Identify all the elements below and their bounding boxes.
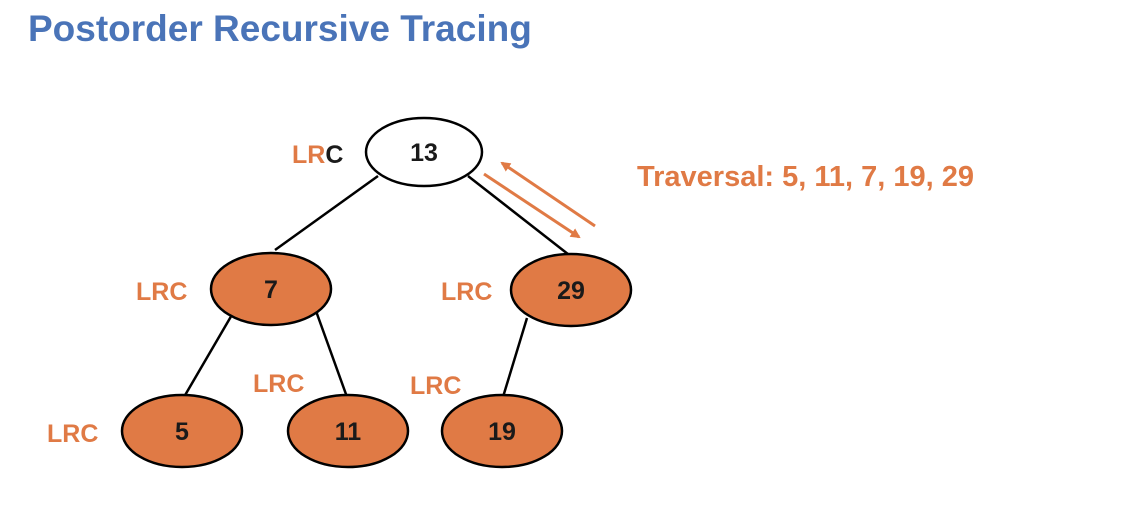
lrc-label-13: LRC	[292, 141, 343, 169]
node-value: 19	[488, 418, 516, 446]
lrc-label-7: LRC	[136, 278, 187, 306]
recursion-arrows	[483, 161, 596, 239]
lrc-done: LRC	[441, 278, 492, 306]
tree-node-5: 5	[120, 393, 244, 469]
tree-node-7: 7	[209, 251, 333, 327]
node-shape	[509, 252, 633, 328]
edge-13-7	[274, 174, 379, 252]
tree-node-13: 13	[364, 116, 484, 188]
edge-13-29	[467, 175, 574, 259]
node-shape	[120, 393, 244, 469]
node-value: 29	[557, 277, 585, 305]
lrc-label-19: LRC	[410, 372, 461, 400]
node-shape	[286, 393, 410, 469]
node-shape	[209, 251, 333, 327]
lrc-label-29: LRC	[441, 278, 492, 306]
lrc-label-5: LRC	[47, 420, 98, 448]
node-shape	[364, 116, 484, 188]
edge-7-5	[182, 312, 235, 398]
node-value: 11	[335, 418, 362, 446]
node-value: 7	[264, 276, 278, 304]
slide-title: Postorder Recursive Tracing	[28, 8, 532, 49]
call-arrow-icon	[483, 172, 581, 239]
node-value: 5	[175, 418, 189, 446]
return-arrow-icon	[500, 161, 596, 228]
lrc-label-11: LRC	[253, 370, 304, 398]
lrc-done: LRC	[410, 372, 461, 400]
lrc-pending: C	[325, 141, 343, 169]
tree-node-29: 29	[509, 252, 633, 328]
traversal-output: Traversal: 5, 11, 7, 19, 29	[637, 161, 974, 193]
node-shape	[440, 393, 564, 469]
tree-node-19: 19	[440, 393, 564, 469]
edge-29-19	[501, 317, 529, 398]
lrc-done: LR	[292, 141, 325, 169]
node-value: 13	[410, 139, 438, 167]
lrc-done: LRC	[47, 420, 98, 448]
lrc-done: LRC	[136, 278, 187, 306]
tree-node-11: 11	[286, 393, 410, 469]
edge-7-11	[314, 310, 349, 398]
tree-edges	[182, 174, 574, 398]
lrc-done: LRC	[253, 370, 304, 398]
